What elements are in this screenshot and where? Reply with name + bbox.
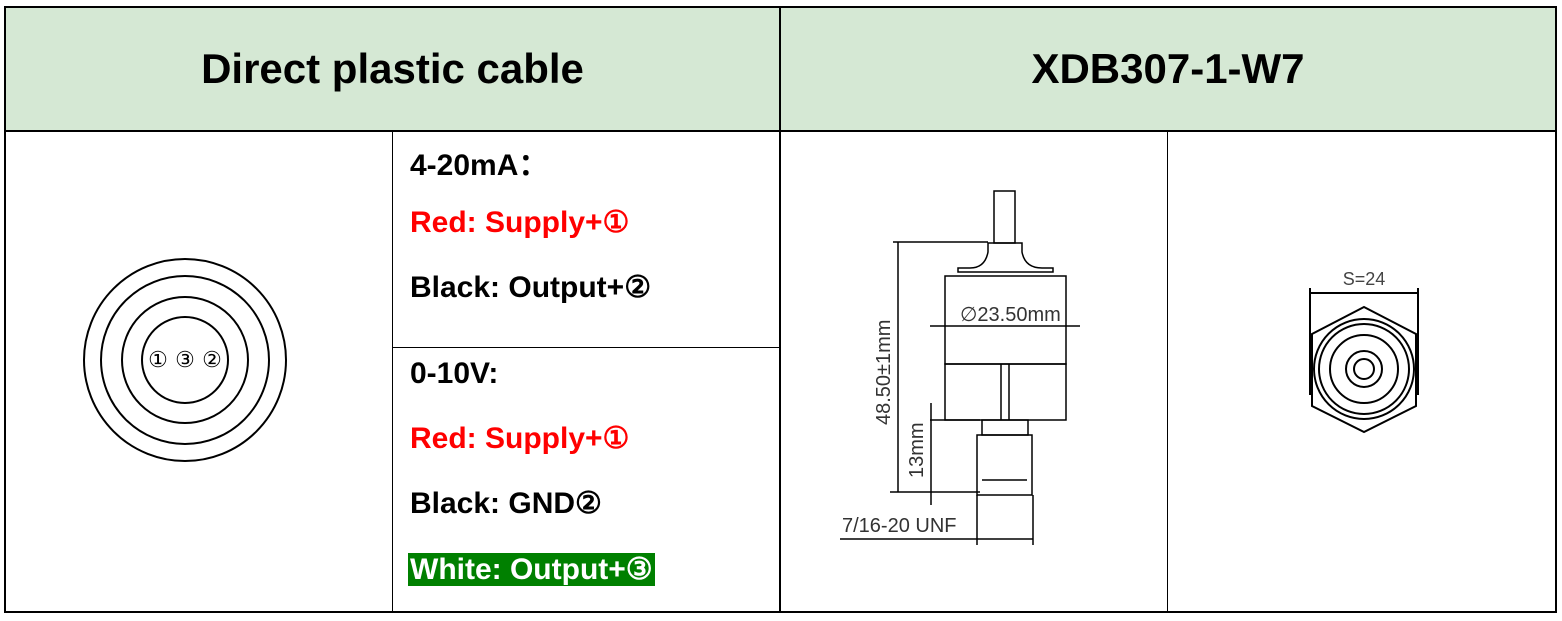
header-cable-type: Direct plastic cable [5, 7, 780, 131]
col-divider [1167, 131, 1168, 612]
header-model: XDB307-1-W7 [780, 7, 1556, 131]
voltage-output-title: 0-10V: [410, 357, 499, 390]
wire-red-supply: Red: Supply+① [410, 422, 630, 455]
sensor-side-drawing: ∅23.50mm 48.50±1mm 13mm 7/16-20 UNF [840, 190, 1080, 545]
row-divider [392, 347, 780, 348]
wire-black-output: Black: Output+② [410, 271, 652, 304]
wire-white-output: White: Output+③ [408, 553, 655, 586]
diameter-label: ∅23.50mm [960, 304, 1061, 326]
connector-face-drawing: ① ③ ② [83, 258, 287, 462]
hex-size-label: S=24 [1343, 269, 1386, 289]
thread-label: 7/16-20 UNF [842, 515, 957, 537]
height-label: 48.50±1mm [873, 320, 895, 425]
thread-length-label: 13mm [906, 422, 928, 478]
wire-red-supply: Red: Supply+① [410, 206, 630, 239]
table-border-right [1555, 6, 1557, 613]
model-title: XDB307-1-W7 [1031, 45, 1305, 92]
sensor-top-drawing: S=24 [1309, 269, 1419, 434]
col-divider [779, 6, 781, 613]
table-border-left [4, 6, 6, 613]
pin-1-label: ① [148, 347, 168, 372]
pin-2-label: ② [202, 347, 222, 372]
pin-3-label: ③ [175, 347, 195, 372]
cable-type-title: Direct plastic cable [201, 45, 584, 92]
col-divider [392, 131, 393, 612]
wire-black-gnd: Black: GND② [410, 487, 602, 520]
current-output-title: 4-20mA： [410, 149, 549, 182]
